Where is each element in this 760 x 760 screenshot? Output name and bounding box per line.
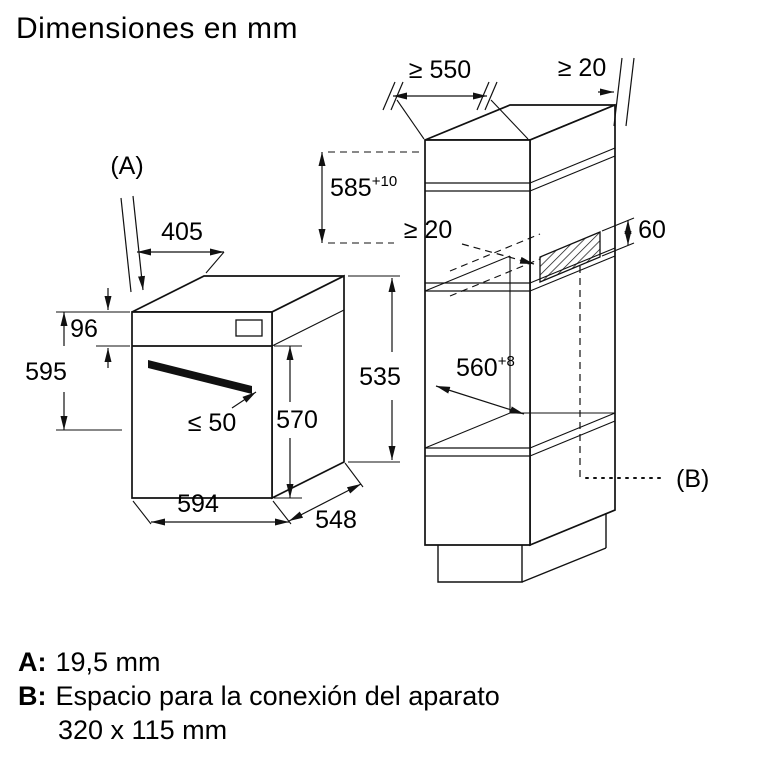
page-title: Dimensiones en mm (16, 12, 298, 45)
dim-560: 560+8 (435, 353, 525, 415)
dim-50-label: ≤ 50 (188, 409, 236, 437)
dim-535: 535 (348, 275, 401, 463)
dim-20-mid: ≥ 20 (404, 216, 535, 265)
dim-594: 594 (132, 490, 292, 526)
oven-drawing (131, 274, 345, 500)
oven-door-handle (148, 360, 252, 394)
dim-585-label: 585+10 (330, 173, 397, 202)
legend: A: 19,5 mm B: Espacio para la conexión del… (18, 645, 500, 747)
callout-b: (B) (579, 266, 709, 493)
label-b: (B) (676, 465, 709, 493)
dim-60-label: 60 (638, 216, 666, 244)
cabinet-drawing (424, 103, 616, 583)
dim-548: 548 (288, 462, 364, 534)
dim-595-label: 595 (25, 358, 67, 386)
legend-a-value: 19,5 mm (55, 647, 161, 677)
dim-96-label: 96 (70, 315, 98, 343)
dim-535-label: 535 (359, 363, 401, 391)
legend-b-key: B: (18, 681, 47, 711)
dim-handle-50: ≤ 50 (188, 391, 257, 437)
dim-96: 96 (70, 288, 130, 368)
dim-570: 570 (274, 345, 318, 499)
oven-side-face (271, 274, 345, 500)
cabinet-shelves (425, 147, 616, 457)
legend-b: B: Espacio para la conexión del aparato (18, 679, 500, 713)
dim-550-label: ≥ 550 (409, 56, 471, 84)
dim-594-label: 594 (177, 490, 219, 518)
dim-20-top-label: ≥ 20 (558, 54, 606, 82)
dim-405: 405 (137, 218, 225, 274)
oven-display (235, 319, 263, 337)
dim-a-callout: (A) (110, 152, 145, 293)
legend-a: A: 19,5 mm (18, 645, 500, 679)
legend-a-key: A: (18, 647, 47, 677)
dim-548-label: 548 (315, 506, 357, 534)
dim-20-top: ≥ 20 (558, 54, 635, 127)
legend-b-value2: 320 x 115 mm (58, 715, 228, 745)
label-a: (A) (110, 152, 143, 180)
legend-b-line2: 320 x 115 mm (18, 713, 500, 747)
dim-550: ≥ 550 (382, 56, 529, 140)
dim-405-label: 405 (161, 218, 203, 246)
cabinet-front-face (424, 139, 531, 546)
dim-570-label: 570 (276, 406, 318, 434)
dim-20-mid-label: ≥ 20 (404, 216, 452, 244)
vent-channel-dashed (449, 233, 541, 297)
cabinet-plinth (437, 513, 607, 583)
oven-front-face (131, 311, 273, 499)
dim-595: 595 (25, 311, 130, 431)
dim-60: 60 (601, 216, 666, 257)
dim-585: 585+10 (318, 151, 424, 244)
legend-b-value: Espacio para la conexión del aparato (55, 681, 500, 711)
vent-hatch (539, 231, 601, 283)
dim-560-label: 560+8 (456, 353, 515, 382)
